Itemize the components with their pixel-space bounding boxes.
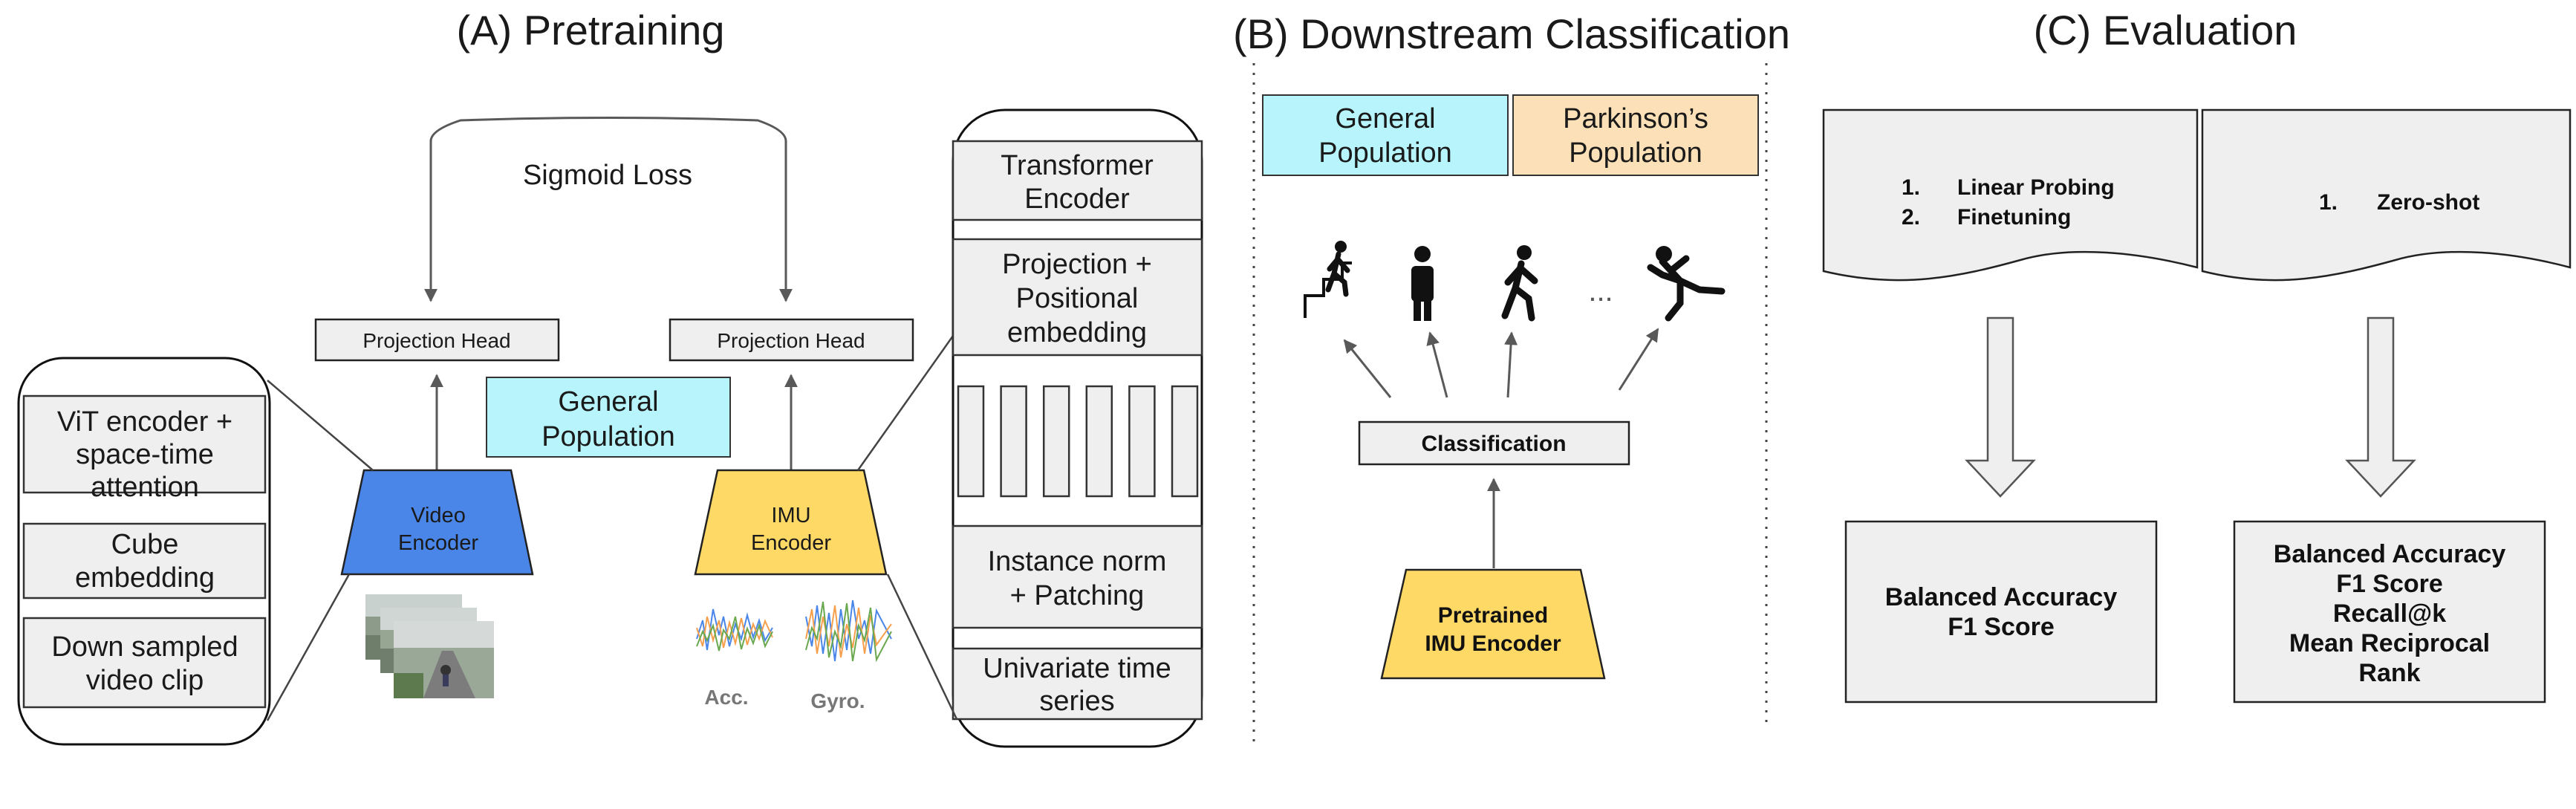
imu-encoder-line2: Encoder: [751, 531, 831, 555]
ellipsis-icon: ...: [1588, 275, 1613, 308]
imu-encoder-line1: IMU: [771, 504, 810, 527]
standing-person-icon: [1411, 246, 1434, 321]
patch-1: [957, 385, 985, 498]
gyro-label: Gyro.: [810, 689, 865, 712]
vit-encoder-line1: ViT encoder +: [57, 406, 232, 438]
left-doc-finetuning: Finetuning: [1957, 205, 2071, 230]
video-encoder-line2: Encoder: [398, 531, 478, 555]
stairs-climbing-icon: [1304, 241, 1352, 318]
patch-3: [1042, 385, 1070, 498]
univariate-series-line1: Univariate time: [983, 653, 1171, 684]
parkinsons-line1: Parkinson’s: [1563, 103, 1708, 134]
eval-doc-right: 1. Zero-shot: [2201, 108, 2572, 282]
walking-person-icon: [1501, 245, 1538, 322]
down-arrow-left: [1965, 316, 2036, 498]
video-encoder-line1: Video: [411, 504, 466, 527]
eval-doc-left: 1. Linear Probing 2. Finetuning: [1822, 108, 2199, 282]
vit-encoder-line3: attention: [91, 472, 199, 503]
pretrained-imu-encoder: Pretrained IMU Encoder: [1380, 568, 1606, 680]
sigmoid-loss-label: Sigmoid Loss: [523, 160, 692, 191]
accelerometer-plot: Acc.: [696, 608, 773, 709]
left-doc-num1: 1.: [1902, 175, 1920, 200]
imu-zoom-line-top: [856, 330, 958, 471]
section-title-evaluation: (C) Evaluation: [2034, 7, 2297, 53]
metrics-box-left: Balanced Accuracy F1 Score: [1844, 520, 2158, 704]
transformer-encoder-line2: Encoder: [1024, 183, 1130, 215]
classification-box: Classification: [1358, 420, 1630, 466]
general-population-line2: Population: [541, 421, 675, 452]
pretrained-line2: IMU Encoder: [1425, 631, 1561, 656]
left-doc-linear-probing: Linear Probing: [1957, 175, 2115, 200]
metrics-box-right: Balanced Accuracy F1 Score Recall@k Mean…: [2233, 520, 2546, 704]
projection-positional-line3: embedding: [1007, 317, 1147, 348]
class-arrow-stairs: [1343, 339, 1392, 398]
right-metric-mrr-line2: Rank: [2358, 659, 2420, 687]
instance-norm-line2: + Patching: [1010, 580, 1145, 611]
imu-encoder: IMU Encoder: [694, 469, 888, 576]
right-metric-balanced-accuracy: Balanced Accuracy: [2274, 540, 2506, 568]
imu-zoom-line-bottom: [886, 574, 958, 720]
vit-encoder-line2: space-time: [76, 439, 214, 470]
video-encoder: Video Encoder: [340, 469, 534, 576]
section-title-pretraining: (A) Pretraining: [456, 7, 724, 53]
patch-6: [1171, 385, 1199, 498]
video-frames-image: [365, 594, 494, 698]
acc-label: Acc.: [704, 686, 748, 709]
downstream-general-line1: General: [1335, 103, 1435, 134]
classification-label: Classification: [1421, 432, 1566, 456]
patch-row: [957, 385, 1199, 498]
imu-stack: Transformer Encoder Projection + Positio…: [952, 108, 1203, 748]
left-doc-num2: 2.: [1902, 205, 1920, 230]
patch-4: [1085, 385, 1113, 498]
projection-positional-line2: Positional: [1016, 283, 1139, 314]
sigmoid-loss-arc: [429, 117, 787, 142]
video-stack: ViT encoder + space-time attention Cube …: [17, 357, 271, 746]
downsampled-clip-line2: video clip: [86, 665, 204, 696]
transformer-encoder-line1: Transformer: [1001, 150, 1154, 181]
downsampled-clip-line1: Down sampled: [51, 631, 238, 663]
downstream-general-line2: Population: [1318, 137, 1452, 169]
class-arrow-walking: [1504, 331, 1518, 398]
video-zoom-line-bottom: [266, 574, 351, 721]
cube-embedding-line2: embedding: [75, 562, 215, 594]
left-metric-balanced-accuracy: Balanced Accuracy: [1885, 583, 2118, 611]
right-doc-num1: 1.: [2319, 190, 2338, 215]
parkinsons-line2: Population: [1569, 137, 1702, 169]
projection-head-video-label: Projection Head: [362, 329, 510, 352]
right-metric-recall: Recall@k: [2333, 600, 2446, 628]
projection-positional-line1: Projection +: [1002, 249, 1152, 280]
instance-norm-line1: Instance norm: [988, 546, 1167, 577]
patch-5: [1128, 385, 1156, 498]
class-arrow-falling: [1618, 328, 1659, 391]
general-population-box-downstream: General Population: [1262, 94, 1509, 176]
gyroscope-plot: Gyro.: [805, 600, 892, 712]
pretrained-line1: Pretrained: [1438, 603, 1548, 628]
univariate-series-line2: series: [1039, 686, 1114, 717]
general-population-line1: General: [558, 386, 658, 418]
falling-person-icon: [1647, 246, 1726, 322]
parkinsons-population-box: Parkinson’s Population: [1512, 94, 1759, 176]
down-arrow-right: [2345, 316, 2416, 498]
projection-head-imu: Projection Head: [669, 318, 914, 362]
class-arrow-standing: [1426, 331, 1448, 398]
right-metric-f1: F1 Score: [2336, 570, 2443, 598]
left-metric-f1: F1 Score: [1948, 613, 2055, 641]
general-population-box-pretraining: General Population: [486, 377, 731, 458]
right-doc-zeroshot: Zero-shot: [2377, 190, 2479, 215]
section-title-downstream: (B) Downstream Classification: [1233, 10, 1790, 57]
right-metric-mrr-line1: Mean Reciprocal: [2289, 629, 2490, 657]
projection-head-imu-label: Projection Head: [717, 329, 865, 352]
video-zoom-line-top: [267, 380, 374, 471]
cube-embedding-line1: Cube: [111, 529, 179, 560]
patch-2: [1000, 385, 1027, 498]
projection-head-video: Projection Head: [314, 318, 560, 362]
